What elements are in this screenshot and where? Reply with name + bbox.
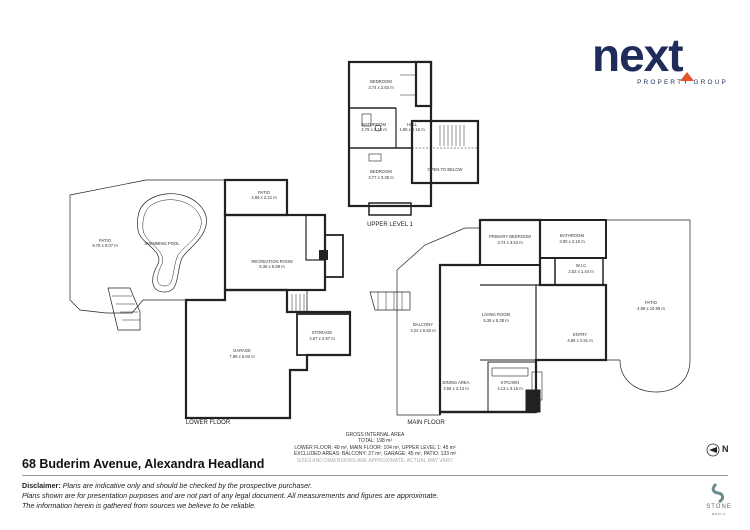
room-name: RECREATION ROOM bbox=[251, 259, 293, 264]
north-compass: N bbox=[706, 442, 730, 458]
lower-utility-block bbox=[319, 250, 328, 260]
stone-mark-icon bbox=[711, 482, 725, 504]
room-name: PATIO bbox=[645, 300, 658, 305]
level-label-lower: LOWER FLOOR bbox=[186, 420, 231, 426]
divider bbox=[22, 475, 728, 476]
room-dims: 4.89 x 2.21 m bbox=[251, 195, 277, 200]
room-name: STORAGE bbox=[312, 330, 333, 335]
room-name: GARAGE bbox=[233, 348, 251, 353]
room-dims: 3.74 x 2.83 m bbox=[368, 85, 394, 90]
room-name: BALCONY bbox=[413, 322, 433, 327]
gross-area-note: SIZES AND DIMENSIONS ARE APPROXIMATE, AC… bbox=[296, 457, 454, 464]
room-dims: 3.80 x 2.10 m bbox=[559, 239, 585, 244]
room-name: BATHROOM bbox=[362, 122, 386, 127]
level-label-upper: UPPER LEVEL 1 bbox=[367, 222, 413, 228]
gross-area-summary: GROSS INTERNAL AREA TOTAL: 198 m² LOWER … bbox=[270, 432, 480, 464]
room-name: DINING AREA bbox=[443, 380, 470, 385]
room-dims: 3.77 x 3.38 m bbox=[368, 175, 394, 180]
upper-level-plan bbox=[347, 60, 480, 216]
logo-tagline: PROPERTY GROUP bbox=[637, 79, 728, 86]
room-dims: 2.52 x 1.44 m bbox=[568, 269, 594, 274]
logo-accent-triangle bbox=[680, 72, 694, 81]
room-dims: 2.56 x 3.13 m bbox=[443, 386, 469, 391]
room-dims: 4.86 x 2.91 m bbox=[567, 338, 593, 343]
room-dims: 2.76 x 2.16 m bbox=[361, 127, 387, 132]
room-dims: 9.78 x 8.07 m bbox=[92, 243, 118, 248]
disclaimer: Disclaimer: Plans are indicative only an… bbox=[22, 481, 672, 511]
brand-logo: next PROPERTY GROUP bbox=[592, 32, 728, 96]
gross-area-excluded: EXCLUDED AREAS: BALCONY: 27 m², GARAGE: … bbox=[293, 451, 457, 458]
gross-area-title: GROSS INTERNAL AREA bbox=[345, 432, 405, 438]
credit-name: STONE bbox=[706, 504, 732, 510]
room-dims: 7.99 x 6.82 m bbox=[229, 354, 255, 359]
room-name: PATIO bbox=[258, 190, 271, 195]
room-dims: 2.67 x 2.97 m bbox=[309, 336, 335, 341]
room-dims: 3.22 x 5.82 m bbox=[410, 328, 436, 333]
disclaimer-label: Disclaimer: bbox=[22, 481, 61, 490]
room-name: ENTRY bbox=[573, 332, 587, 337]
gross-area-breakdown: LOWER FLOOR: 49 m², MAIN FLOOR: 104 m², … bbox=[294, 444, 456, 451]
room-name: BEDROOM bbox=[370, 169, 392, 174]
disclaimer-line-1: Plans are indicative only and should be … bbox=[62, 481, 313, 490]
room-name: HALL bbox=[407, 122, 418, 127]
stone-media-logo: STONE MEDIA bbox=[704, 482, 734, 522]
room-name: LIVING ROOM bbox=[482, 312, 510, 317]
floor-plan: BEDROOM 3.74 x 2.83 m BATHROOM 2.76 x 2.… bbox=[69, 60, 691, 426]
room-dims: 5.38 x 5.38 m bbox=[483, 318, 509, 323]
room-dims: 5.38 x 5.89 m bbox=[259, 264, 285, 269]
room-dims: 4.88 x 10.95 m bbox=[637, 306, 665, 311]
compass-icon bbox=[706, 443, 720, 457]
room-name: BATHROOM bbox=[560, 233, 584, 238]
property-address: 68 Buderim Avenue, Alexandra Headland bbox=[22, 457, 265, 471]
room-name: PRIMARY BEDROOM bbox=[489, 234, 531, 239]
room-name: BEDROOM bbox=[370, 79, 392, 84]
room-name: KITCHEN bbox=[501, 380, 519, 385]
main-floor-plan bbox=[369, 218, 691, 416]
compass-letter: N bbox=[722, 444, 729, 454]
logo-wordmark: next bbox=[592, 29, 684, 81]
room-name: W.I.C bbox=[576, 263, 586, 268]
level-label-main: MAIN FLOOR bbox=[407, 420, 445, 426]
credit-sub: MEDIA bbox=[711, 512, 727, 516]
lower-floor-plan bbox=[69, 178, 352, 420]
room-dims: 4.13 x 3.15 m bbox=[497, 386, 523, 391]
room-name: SWIMMING POOL bbox=[144, 241, 180, 246]
gross-area-total: TOTAL: 198 m² bbox=[358, 438, 392, 445]
disclaimer-line-2: Plans shown are for presentation purpose… bbox=[22, 491, 439, 500]
room-name: OPEN TO BELOW bbox=[428, 167, 463, 172]
room-dims: 1.96 x 2.16 m bbox=[399, 127, 425, 132]
disclaimer-line-3: The information herein is gathered from … bbox=[22, 501, 257, 510]
room-dims: 3.74 x 3.53 m bbox=[497, 240, 523, 245]
room-name: PATIO bbox=[99, 238, 112, 243]
